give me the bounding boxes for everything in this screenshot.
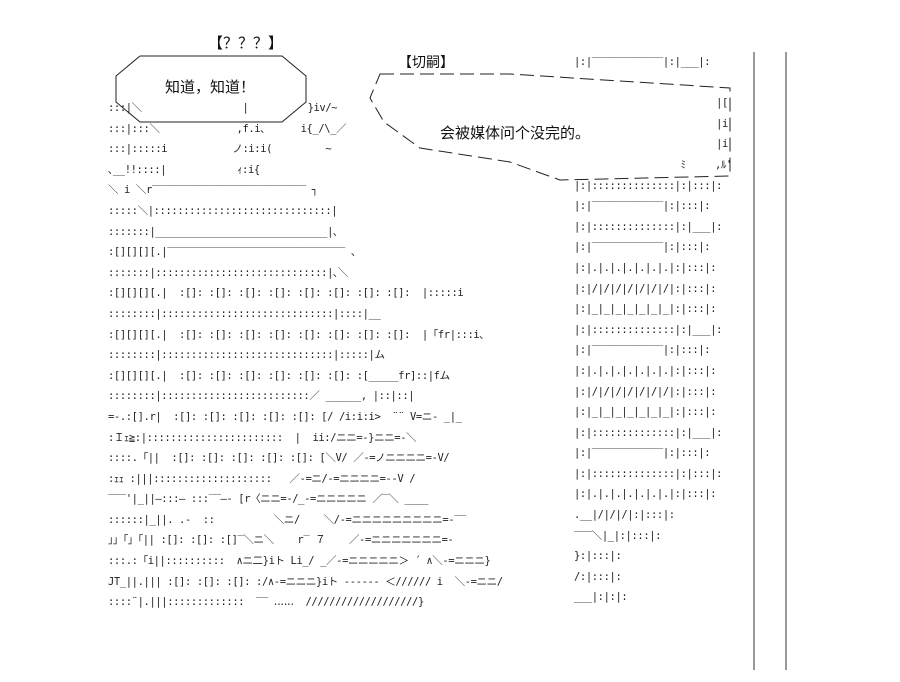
tower-line: |:|/|/|/|/|/|/|/|:|:::|: [574,282,717,295]
tower-line: |:|.|.|.|.|.|.|.|:|:::|: [574,261,717,274]
tower-line: /:|:::|: [574,570,622,583]
tower-line: |:|::::::::::::::|:|___|: [574,323,723,336]
tower-line: |:|‾‾‾‾‾‾‾‾‾‾‾‾|:|:::|: [574,200,711,213]
speech-bubble-right-text: 会被媒体问个没完的。 [440,124,591,142]
art-line: ::::::|_||. .- :: ＼ニ/ ＼/-=ニニニニニニニニニ=-‾‾ [108,513,467,526]
tower-line: |:|‾‾‾‾‾‾‾‾‾‾‾‾|:|___|: [574,56,711,68]
vertical-rail-lines [753,52,787,670]
art-line: ::::::::|:::::::::::::::::::::::::／ ____… [108,390,415,403]
speech-bubble-left-text: 知道，知道！ [164,78,255,96]
art-line: ::::.「|| :[]: :[]: :[]: :[]: :[]: [＼V/ ／… [108,452,450,465]
speech-bubble-left: 知道，知道！ [112,54,308,124]
tower-line: }:|:::|: [574,550,622,563]
tower-line: |:|_|_|_|_|_|_|_|:|:::|: [574,303,717,316]
art-line: :[][][][.|‾‾‾‾‾‾‾‾‾‾‾‾‾‾‾‾‾‾‾‾‾‾‾‾‾‾‾‾‾‾… [108,246,361,259]
art-line: :::::::|_____________________________|､ [108,225,338,238]
art-line: :::::＼|::::::::::::::::::::::::::::::| [108,204,338,217]
tower-line: .__|/|/|/|:|:::|: [574,509,675,522]
ascii-art-tower: |:|‾‾‾‾‾‾‾‾‾‾‾‾|:|___|: |[ |i |i ﾐ ,ﾙ' |:… [574,52,732,608]
tower-line: |:|::::::::::::::|:|___|: [574,220,723,233]
art-line: :::::::|:::::::::::::::::::::::::::::|､＼ [108,266,348,279]
speech-bubble-left-outline [115,55,307,123]
speech-bubble-right: 会被媒体问个没完的。 [360,70,740,182]
tower-line: ‾‾‾＼|_|:|:::|: [574,529,662,542]
tower-line: |i [574,117,728,130]
tower-line: ﾐ ,ﾙ' [574,158,733,171]
tower-line [574,73,732,94]
tower-line: |:|/|/|/|/|/|/|/|:|:::|: [574,385,717,398]
art-line: :::|＼ | }iv/~ [108,102,338,114]
tower-line: |:|::::::::::::::|:|:::|: [574,467,723,480]
tower-line: |:|::::::::::::::|:|:::|: [574,179,723,192]
art-line: 」」「」「|| :[]: :[]: :[]‾＼ニ＼ r‾ ７ ／-=ニニニニニニ… [108,534,454,547]
tower-line: |:|‾‾‾‾‾‾‾‾‾‾‾‾|:|:::|: [574,447,711,460]
art-line: :::.:「i||:::::::::: ∧ニ二}iト Li_/ _／-=ニニニニ… [108,555,491,568]
character-name-label: 【切嗣】 [398,55,454,71]
tower-line: |:|_|_|_|_|_|_|_|:|:::|: [574,406,717,419]
art-line: ､__!!::::| ｨ:i{ [108,163,260,176]
tower-line: |:|‾‾‾‾‾‾‾‾‾‾‾‾|:|:::|: [574,241,711,254]
tower-line: ___|:|:|: [574,591,628,604]
ascii-art-building: :::|＼ | }iv/~:::|:::＼ ,f.i､ i{_/\_／:::|:… [108,98,503,613]
art-line: =-.:[].r| :[]: :[]: :[]: :[]: :[]: [/ /i… [108,410,462,423]
art-line: JT_||.||| :[]: :[]: :[]: :/∧-=ニニニ}iト ---… [108,575,503,588]
tower-line: |[ [574,97,728,110]
art-line: ::::::::|:::::::::::::::::::::::::::::|:… [108,349,385,362]
art-line: :[][][][.| :[]: :[]: :[]: :[]: :[]: :[]:… [108,369,450,382]
art-line: :[][][][.| :[]: :[]: :[]: :[]: :[]: :[]:… [108,328,485,341]
art-line: :::|:::＼ ,f.i､ i{_/\_／ [108,122,347,135]
art-line: ‾‾‾'|_||—:::— :::‾‾—- [r〈ニニ=-/_-=ニニニニニ ／… [108,493,429,506]
art-line: ::::¨|.|||::::::::::::: ‾‾ ‥‥‥ /////////… [108,596,424,609]
art-line: :[][][][.| :[]: :[]: :[]: :[]: :[]: :[]:… [108,287,464,300]
speaker-label: 【？？？】 [208,34,284,52]
tower-line: |:|‾‾‾‾‾‾‾‾‾‾‾‾|:|:::|: [574,344,711,357]
art-line: :Ｉｪ≧:|::::::::::::::::::::::: | ii:/ニニ=-… [108,431,417,444]
art-line: :::|:::::i ノ:i:i( ~ [108,143,332,156]
tower-line: |:|.|.|.|.|.|.|.|:|:::|: [574,488,717,501]
art-line: ::::::::|:::::::::::::::::::::::::::::|:… [108,307,381,320]
tower-line: |i [574,138,728,151]
tower-line: |:|::::::::::::::|:|___|: [574,426,723,439]
speech-bubble-right-outline [369,73,731,181]
art-line: :ｪｪ :|||:::::::::::::::::::: ／-=ニ/-=ニニニニ… [108,472,416,485]
tower-line: |:|.|.|.|.|.|.|.|:|:::|: [574,364,717,377]
art-line: ＼ i ＼r‾‾‾‾‾‾‾‾‾‾‾‾‾‾‾‾‾‾‾‾‾‾‾‾‾‾ ┐ [108,184,318,197]
